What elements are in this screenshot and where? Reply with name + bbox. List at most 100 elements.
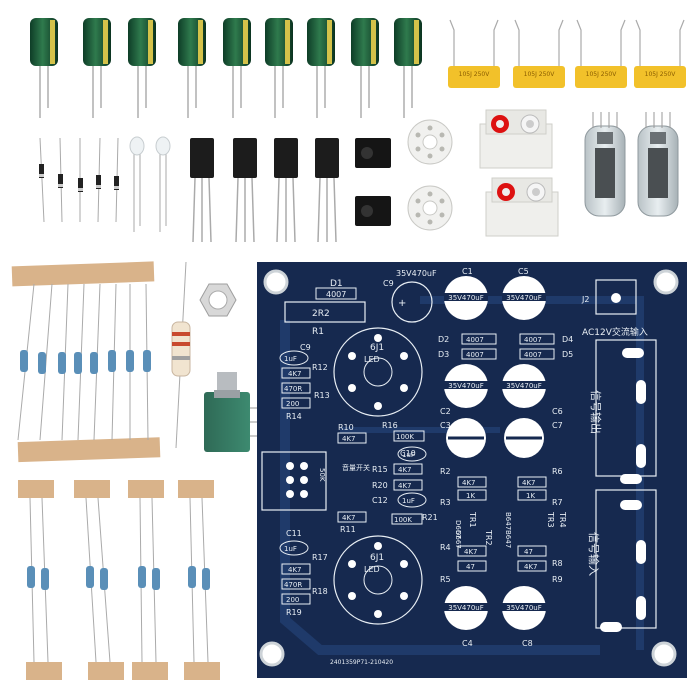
ref-r18: R18 bbox=[312, 587, 328, 596]
ref-c1: C1 bbox=[462, 267, 473, 276]
svg-text:4K7: 4K7 bbox=[524, 563, 538, 571]
electrolytic-capacitor bbox=[178, 18, 206, 118]
ref-r13: R13 bbox=[314, 391, 330, 400]
electrolytic-capacitor bbox=[265, 18, 293, 118]
capacitor-footprint: 35V470uF bbox=[444, 364, 488, 408]
electrolytic-capacitor-row bbox=[30, 18, 422, 118]
diode bbox=[58, 137, 63, 223]
svg-text:35V470uF: 35V470uF bbox=[448, 382, 484, 390]
electrolytic-capacitor bbox=[30, 18, 58, 118]
ref-c7: C7 bbox=[552, 421, 563, 430]
tube-socket bbox=[407, 185, 453, 231]
svg-text:105J 250V: 105J 250V bbox=[459, 71, 491, 78]
ac-input-label: AC12V交流输入 bbox=[582, 326, 648, 338]
mounting-hole bbox=[263, 269, 289, 295]
d667-b: D667 bbox=[454, 530, 462, 549]
svg-text:47: 47 bbox=[466, 563, 475, 571]
ref-c8: C8 bbox=[522, 639, 533, 648]
svg-text:4K7: 4K7 bbox=[398, 466, 412, 474]
ref-d2: D2 bbox=[438, 335, 449, 344]
led bbox=[129, 136, 145, 232]
ref-c11: C11 bbox=[286, 529, 302, 538]
rca-jack-group bbox=[479, 109, 559, 237]
input-connector-footprint bbox=[595, 489, 657, 632]
electrolytic-capacitor bbox=[83, 18, 111, 118]
tube2-label: 6J1 bbox=[370, 553, 384, 563]
capacitor-footprint: + bbox=[391, 281, 433, 323]
svg-text:105J 250V: 105J 250V bbox=[586, 71, 618, 78]
transistor bbox=[233, 138, 257, 243]
capacitor-footprint: 35V470uF bbox=[502, 276, 546, 320]
value-d1: 4007 bbox=[326, 290, 346, 299]
pot-footprint bbox=[261, 451, 327, 511]
svg-text:1uF: 1uF bbox=[402, 451, 415, 459]
resistor bbox=[90, 283, 101, 441]
diode bbox=[78, 138, 83, 222]
ref-r8: R8 bbox=[552, 559, 563, 568]
ref-r15: R15 bbox=[372, 465, 388, 474]
svg-text:4007: 4007 bbox=[524, 351, 542, 359]
ref-j2: J2 bbox=[581, 295, 589, 304]
resistor-pair bbox=[178, 480, 220, 680]
ref-tr2: TR2 bbox=[484, 529, 493, 546]
svg-text:4K7: 4K7 bbox=[342, 435, 356, 443]
ref-r21: R21 bbox=[422, 513, 438, 522]
svg-text:+: + bbox=[398, 298, 406, 309]
electrolytic-capacitor bbox=[128, 18, 156, 118]
output-connector-footprint bbox=[595, 339, 657, 484]
ref-tr4: TR4 bbox=[558, 511, 567, 528]
transistor-group bbox=[190, 138, 339, 243]
svg-text:4K7: 4K7 bbox=[522, 479, 536, 487]
ref-d1: D1 bbox=[330, 279, 343, 289]
ref-r1: R1 bbox=[312, 327, 324, 337]
resistor-pair bbox=[128, 480, 168, 680]
svg-text:1K: 1K bbox=[526, 492, 535, 500]
resistor-pair bbox=[74, 480, 124, 680]
hex-nut bbox=[199, 283, 237, 317]
transistor bbox=[274, 138, 298, 243]
pot-label: 50K bbox=[318, 468, 326, 482]
resistor-pair bbox=[18, 480, 62, 680]
capacitor-footprint: 35V470uF bbox=[502, 586, 546, 630]
resistor bbox=[38, 283, 53, 441]
resistor bbox=[126, 284, 134, 440]
led-label: LED bbox=[364, 355, 380, 364]
ref-r2: R2 bbox=[440, 467, 451, 476]
ref-r3: R3 bbox=[440, 498, 451, 507]
film-capacitor: 105J 250V bbox=[448, 19, 500, 88]
tube-footprint bbox=[333, 327, 423, 417]
svg-text:200: 200 bbox=[286, 596, 299, 604]
svg-text:200: 200 bbox=[286, 400, 299, 408]
mounting-hole bbox=[651, 641, 677, 667]
film-capacitor-row: 105J 250V 105J 250V 105J 250V 105J 250V bbox=[448, 19, 686, 88]
diode-group bbox=[39, 137, 119, 223]
ref-c2: C2 bbox=[440, 407, 451, 416]
rca-jack bbox=[485, 177, 559, 237]
tube-socket bbox=[407, 119, 453, 165]
svg-text:1K: 1K bbox=[466, 492, 475, 500]
resistor bbox=[74, 283, 85, 441]
svg-text:35V470uF: 35V470uF bbox=[506, 604, 542, 612]
ref-tr1: TR1 bbox=[468, 511, 477, 528]
potentiometer bbox=[204, 372, 260, 452]
svg-text:105J 250V: 105J 250V bbox=[524, 71, 556, 78]
value-r1: 2R2 bbox=[312, 309, 330, 319]
d667-a: D667 bbox=[454, 520, 462, 539]
ref-c12: C12 bbox=[372, 496, 388, 505]
svg-text:35V470uF: 35V470uF bbox=[448, 294, 484, 302]
resistor bbox=[143, 283, 151, 441]
pcb-board: D1 4007 2R2 R1 C9 35V470uF + C1 C5 35V47… bbox=[257, 262, 687, 678]
capacitor-footprint: 35V470uF bbox=[444, 276, 488, 320]
ref-r11: R11 bbox=[340, 525, 356, 534]
ref-r20: R20 bbox=[372, 481, 388, 490]
svg-text:4007: 4007 bbox=[466, 336, 484, 344]
svg-text:47: 47 bbox=[524, 548, 533, 556]
resistor bbox=[58, 283, 69, 441]
led-group bbox=[129, 136, 171, 232]
electrolytic-capacitor bbox=[394, 18, 422, 118]
ref-d5: D5 bbox=[562, 350, 573, 359]
tube-footprint bbox=[333, 535, 423, 625]
svg-text:4K7: 4K7 bbox=[464, 548, 478, 556]
ref-r9: R9 bbox=[552, 575, 563, 584]
board-serial: 2401359P71-210420 bbox=[330, 659, 393, 666]
